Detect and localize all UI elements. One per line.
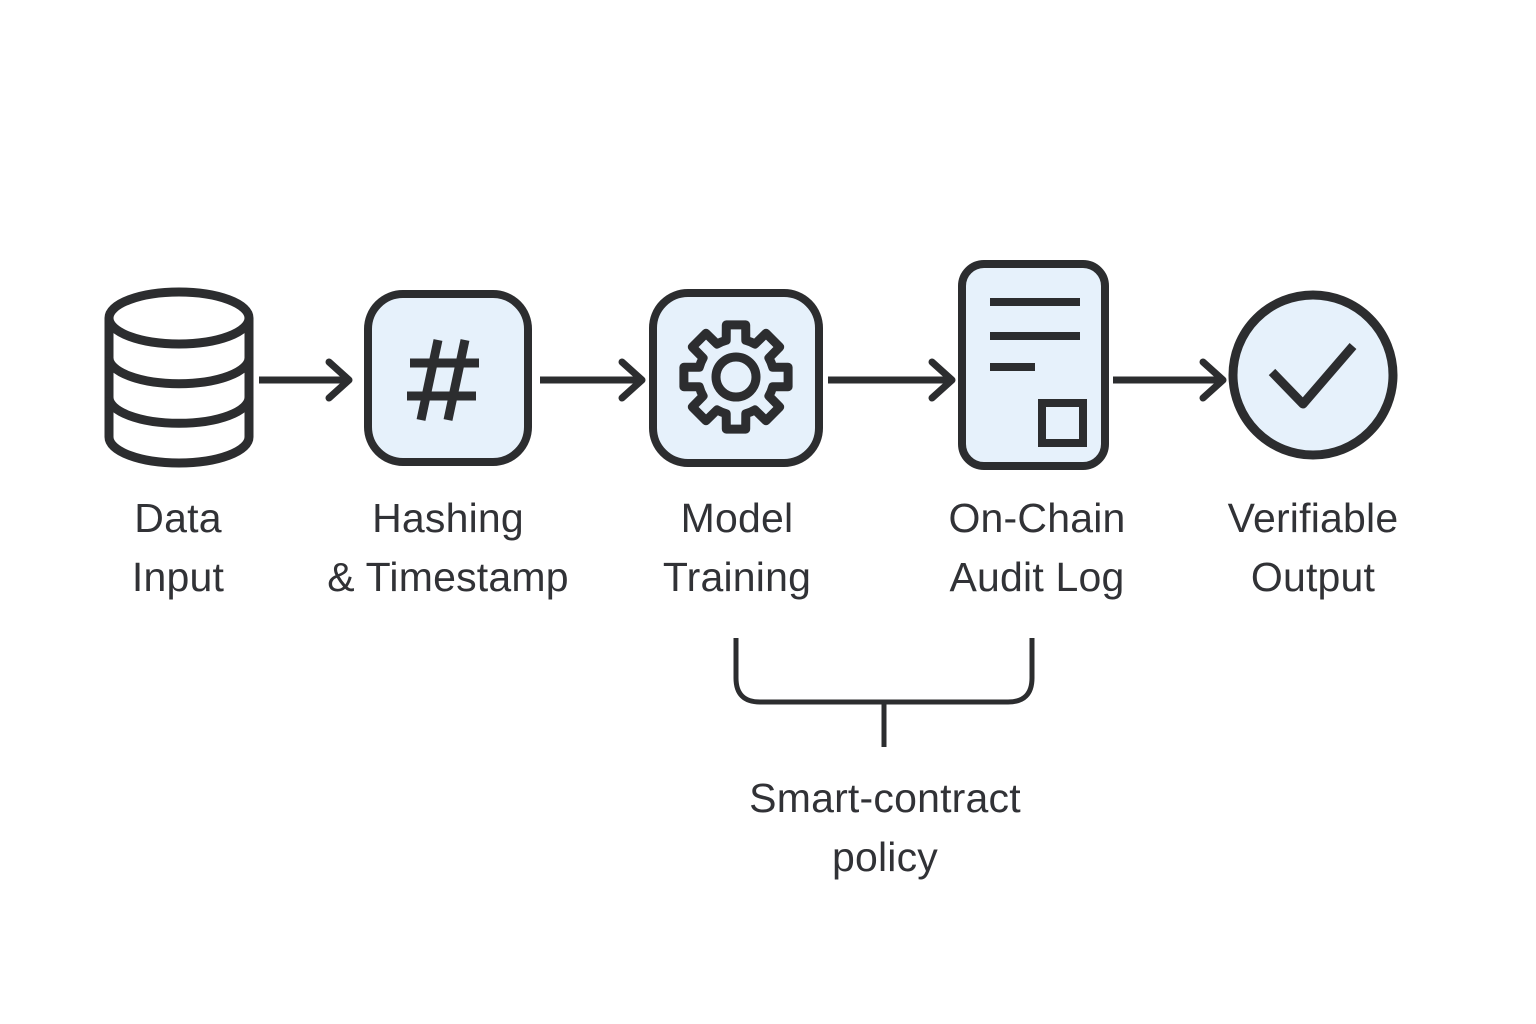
policy-bracket bbox=[733, 638, 1035, 747]
label-line: Audit Log bbox=[949, 554, 1125, 600]
policy-label: Smart-contract policy bbox=[749, 769, 1021, 887]
arrow-right-icon bbox=[828, 358, 956, 402]
arrow-right-icon bbox=[540, 358, 646, 402]
label-line: Input bbox=[131, 554, 225, 600]
stage-label-hashing-timestamp: Hashing & Timestamp bbox=[327, 489, 568, 607]
arrow-right-icon bbox=[259, 358, 353, 402]
stage-label-data-input: Data Input bbox=[132, 489, 224, 607]
database-icon bbox=[104, 287, 254, 468]
label-line: Data bbox=[134, 495, 222, 541]
stage-label-model-training: Model Training bbox=[663, 489, 811, 607]
check-circle-icon bbox=[1228, 290, 1398, 460]
label-line: Hashing bbox=[372, 495, 524, 541]
label-line: Smart-contract bbox=[749, 775, 1021, 821]
arrow-right-icon bbox=[1113, 358, 1227, 402]
document-icon bbox=[958, 260, 1109, 470]
label-line: Output bbox=[1250, 554, 1376, 600]
label-line: Model bbox=[680, 495, 794, 541]
label-line: Training bbox=[662, 554, 812, 600]
stage-label-verifiable-output: Verifiable Output bbox=[1228, 489, 1399, 607]
label-line: Verifiable bbox=[1227, 495, 1399, 541]
label-line: policy bbox=[831, 834, 939, 880]
gear-icon bbox=[649, 289, 823, 467]
label-line: & Timestamp bbox=[327, 554, 569, 600]
stage-label-on-chain-audit-log: On-Chain Audit Log bbox=[948, 489, 1125, 607]
label-line: On-Chain bbox=[948, 495, 1126, 541]
hash-icon bbox=[364, 290, 532, 466]
